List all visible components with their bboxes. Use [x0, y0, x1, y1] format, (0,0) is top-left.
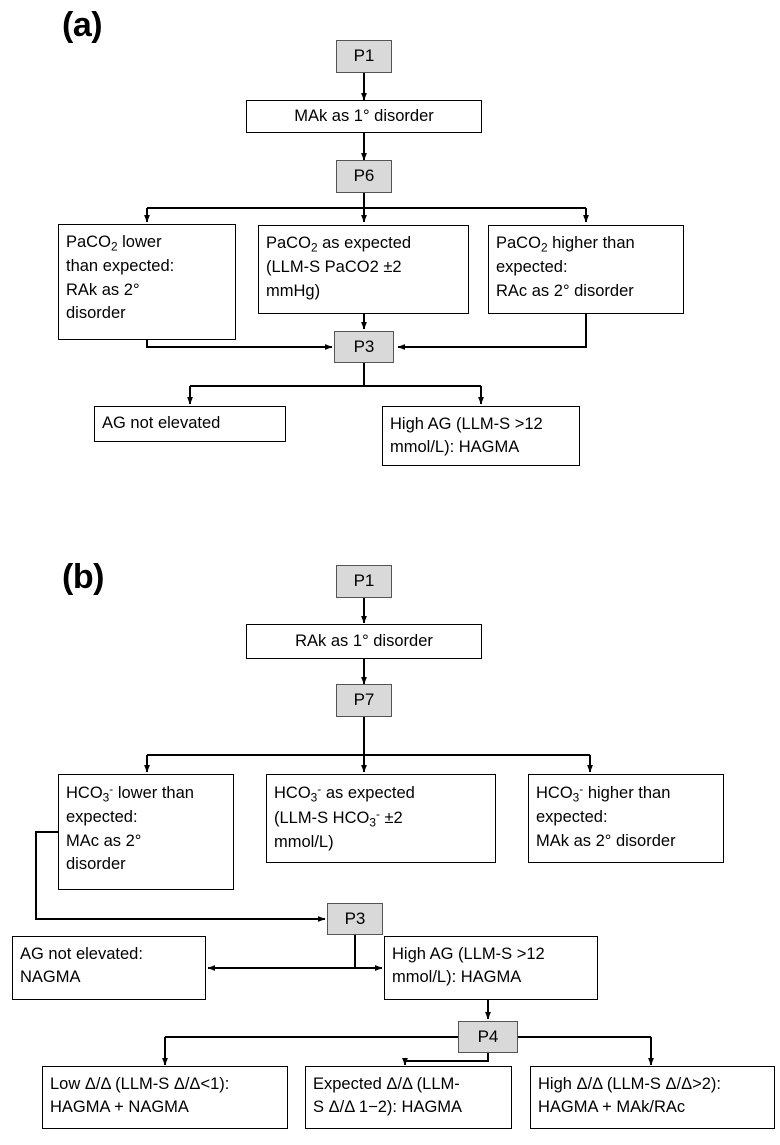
- node-b-delta-high[interactable]: High Δ/Δ (LLM-S Δ/Δ>2): HAGMA + MAk/RAc: [530, 1066, 775, 1129]
- node-b-hco3-higher-label: HCO3- higher than expected: MAk as 2° di…: [536, 782, 676, 850]
- node-a-p3[interactable]: P3: [334, 331, 394, 363]
- edge-a-right-to-p3: [397, 314, 587, 351]
- edge-b-to-dd-expected: [402, 1053, 489, 1066]
- node-a-p6-label: P6: [353, 166, 375, 186]
- panel-label-b: (b): [62, 558, 104, 596]
- node-a-high-ag-label: High AG (LLM-S >12 mmol/L): HAGMA: [390, 415, 543, 457]
- node-b-hco3-expected-label: HCO3- as expected (LLM-S HCO3- ±2 mmol/L…: [274, 782, 415, 852]
- node-b-high-ag[interactable]: High AG (LLM-S >12 mmol/L): HAGMA: [384, 936, 598, 1000]
- node-b-high-ag-label: High AG (LLM-S >12 mmol/L): HAGMA: [392, 945, 545, 987]
- edge-a-left-to-p3: [146, 340, 333, 350]
- node-b-p4-label: P4: [477, 1026, 499, 1046]
- node-a-p1-label: P1: [353, 46, 375, 66]
- node-a-paco2-higher[interactable]: PaCO2 higher than expected: RAc as 2° di…: [488, 225, 684, 314]
- node-b-hco3-lower-label: HCO3- lower than expected: MAc as 2° dis…: [66, 782, 194, 873]
- node-b-delta-high-label: High Δ/Δ (LLM-S Δ/Δ>2): HAGMA + MAk/RAc: [538, 1075, 722, 1117]
- node-a-ag-not-elevated[interactable]: AG not elevated: [94, 406, 286, 442]
- node-b-ag-not-elevated-label: AG not elevated: NAGMA: [20, 945, 143, 987]
- node-b-primary-disorder-label: RAk as 1° disorder: [295, 631, 433, 650]
- node-a-primary-disorder-label: MAk as 1° disorder: [294, 106, 434, 125]
- node-b-p3-label: P3: [344, 908, 366, 928]
- node-a-primary-disorder[interactable]: MAk as 1° disorder: [246, 100, 482, 133]
- node-b-p1-label: P1: [353, 571, 375, 591]
- node-b-p3[interactable]: P3: [327, 903, 383, 935]
- node-a-paco2-expected-label: PaCO2 as expected (LLM-S PaCO2 ±2 mmHg): [266, 234, 412, 300]
- node-a-paco2-lower-label: PaCO2 lower than expected: RAk as 2° dis…: [66, 233, 175, 323]
- node-b-p4[interactable]: P4: [458, 1021, 518, 1053]
- node-a-paco2-expected[interactable]: PaCO2 as expected (LLM-S PaCO2 ±2 mmHg): [258, 225, 469, 314]
- node-b-hco3-higher[interactable]: HCO3- higher than expected: MAk as 2° di…: [528, 774, 724, 863]
- node-a-high-ag[interactable]: High AG (LLM-S >12 mmol/L): HAGMA: [382, 406, 580, 466]
- node-b-delta-expected[interactable]: Expected Δ/Δ (LLM- S Δ/Δ 1−2): HAGMA: [305, 1066, 512, 1129]
- node-b-p1[interactable]: P1: [336, 565, 392, 598]
- node-b-hco3-expected[interactable]: HCO3- as expected (LLM-S HCO3- ±2 mmol/L…: [266, 774, 496, 863]
- node-b-hco3-lower[interactable]: HCO3- lower than expected: MAc as 2° dis…: [58, 774, 234, 890]
- node-b-delta-low[interactable]: Low Δ/Δ (LLM-S Δ/Δ<1): HAGMA + NAGMA: [42, 1066, 288, 1129]
- panel-label-a: (a): [62, 6, 103, 44]
- node-b-delta-expected-label: Expected Δ/Δ (LLM- S Δ/Δ 1−2): HAGMA: [313, 1075, 463, 1117]
- node-b-primary-disorder[interactable]: RAk as 1° disorder: [246, 624, 482, 659]
- node-a-paco2-lower[interactable]: PaCO2 lower than expected: RAk as 2° dis…: [58, 224, 236, 340]
- node-a-paco2-higher-label: PaCO2 higher than expected: RAc as 2° di…: [496, 234, 635, 300]
- node-b-p7[interactable]: P7: [336, 684, 392, 717]
- node-b-delta-low-label: Low Δ/Δ (LLM-S Δ/Δ<1): HAGMA + NAGMA: [50, 1075, 230, 1117]
- node-b-p7-label: P7: [353, 690, 375, 710]
- node-a-ag-not-elevated-label: AG not elevated: [102, 414, 221, 433]
- node-a-p3-label: P3: [353, 336, 375, 356]
- node-b-ag-not-elevated[interactable]: AG not elevated: NAGMA: [12, 936, 206, 1000]
- node-a-p6[interactable]: P6: [336, 160, 392, 193]
- node-a-p1[interactable]: P1: [336, 40, 392, 73]
